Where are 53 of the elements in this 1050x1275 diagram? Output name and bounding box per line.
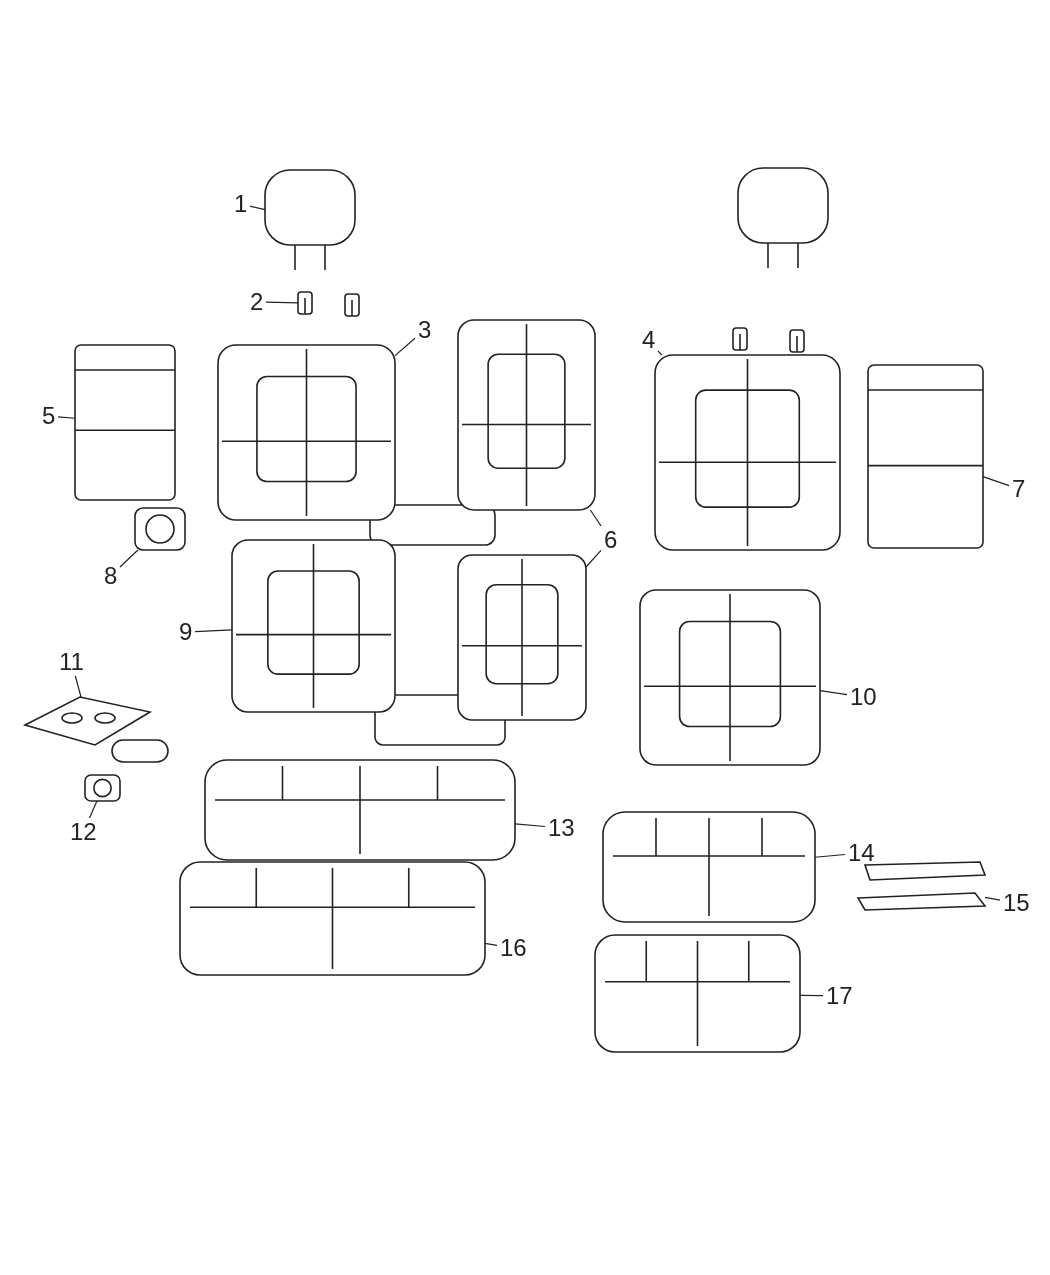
callout-number: 1 [234, 192, 248, 216]
seat-frame-drawing [639, 589, 821, 766]
callout-number: 8 [104, 564, 118, 588]
leader-line [585, 549, 602, 568]
cushion-drawing [204, 759, 516, 861]
back-panel-drawing [867, 364, 984, 549]
leader-line [194, 629, 233, 633]
leader-line [57, 416, 76, 419]
callout-number: 7 [1012, 477, 1026, 501]
leader-line [982, 476, 1010, 487]
callout-number: 5 [42, 404, 56, 428]
callout-number: 10 [850, 685, 877, 709]
callout-number: 11 [59, 650, 84, 674]
leader-line [819, 690, 848, 696]
leader-line [514, 823, 546, 828]
callout-number: 3 [418, 318, 432, 342]
motor-drawing [84, 774, 121, 802]
callout-number: 15 [1003, 891, 1030, 915]
leader-line [484, 942, 498, 946]
callout-number: 4 [642, 328, 656, 352]
leader-line [119, 549, 139, 568]
leader-line [814, 853, 846, 858]
callout-number: 17 [826, 984, 853, 1008]
cushion-frame-drawing [179, 861, 486, 976]
callout-number: 2 [250, 290, 264, 314]
leader-line [265, 301, 299, 304]
leader-line [799, 994, 824, 997]
leader-line [249, 205, 266, 211]
seat-back-drawing [217, 344, 396, 521]
motor-drawing [134, 507, 186, 551]
callout-number: 6 [604, 528, 618, 552]
headrest-drawing [264, 169, 356, 271]
callout-number: 16 [500, 936, 527, 960]
seat-back-drawing [457, 319, 596, 511]
seat-back-drawing [654, 354, 841, 551]
seat-frame-drawing [231, 539, 396, 713]
leader-line [88, 800, 98, 819]
bolt-drawing [297, 291, 313, 315]
leader-line [74, 675, 82, 698]
leader-line [984, 896, 1001, 901]
callout-number: 12 [70, 820, 97, 844]
cushion-drawing [602, 811, 816, 923]
heater-mat-drawing [22, 696, 153, 746]
leader-line [589, 509, 602, 527]
back-panel-drawing [74, 344, 176, 501]
callout-number: 9 [179, 620, 193, 644]
seat-frame-drawing [457, 554, 587, 721]
leader-line [394, 337, 416, 357]
trim-strip-drawing [856, 861, 987, 911]
callout-number: 13 [548, 816, 575, 840]
cushion-frame-drawing [594, 934, 801, 1053]
leader-line [657, 350, 663, 356]
callout-number: 14 [848, 841, 875, 865]
